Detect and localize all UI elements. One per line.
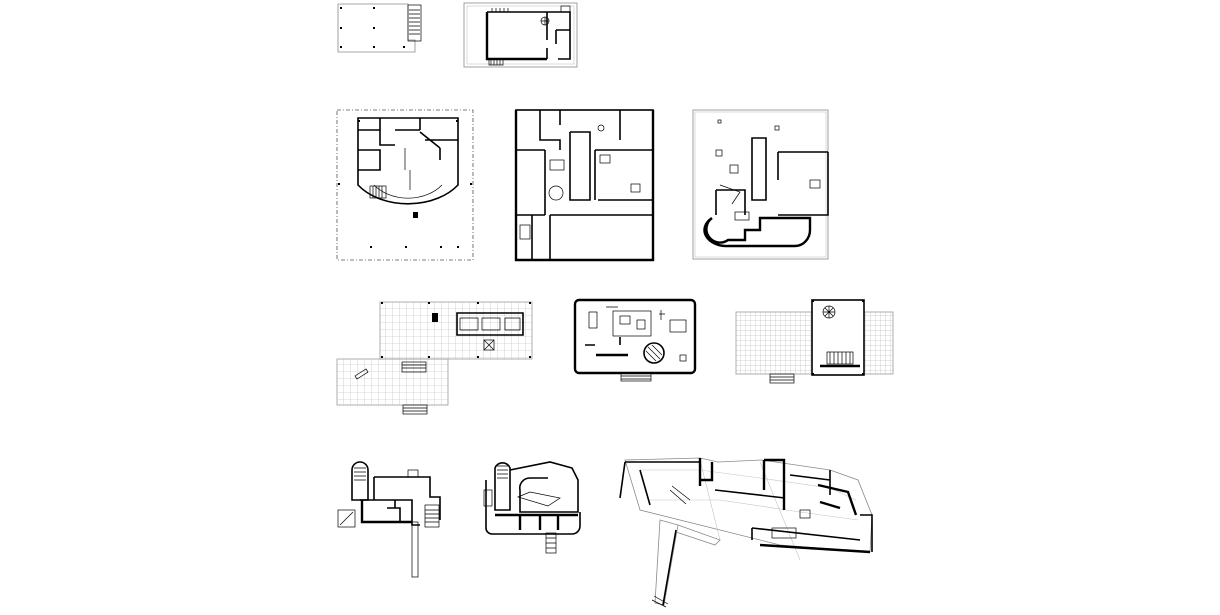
plan-r4-b: [483, 461, 581, 554]
plan-r2-c: [692, 109, 829, 260]
plan-r4-a: [337, 461, 441, 578]
plan-r3-a: [336, 301, 533, 415]
plan-r3-b: [573, 298, 697, 382]
plan-r1-a: [337, 3, 422, 53]
plan-r2-a: [336, 109, 474, 261]
plan-r1-b: [463, 2, 578, 68]
plan-r4-c: [619, 457, 873, 608]
plan-r3-c: [735, 299, 894, 384]
plan-r2-b: [514, 109, 655, 262]
